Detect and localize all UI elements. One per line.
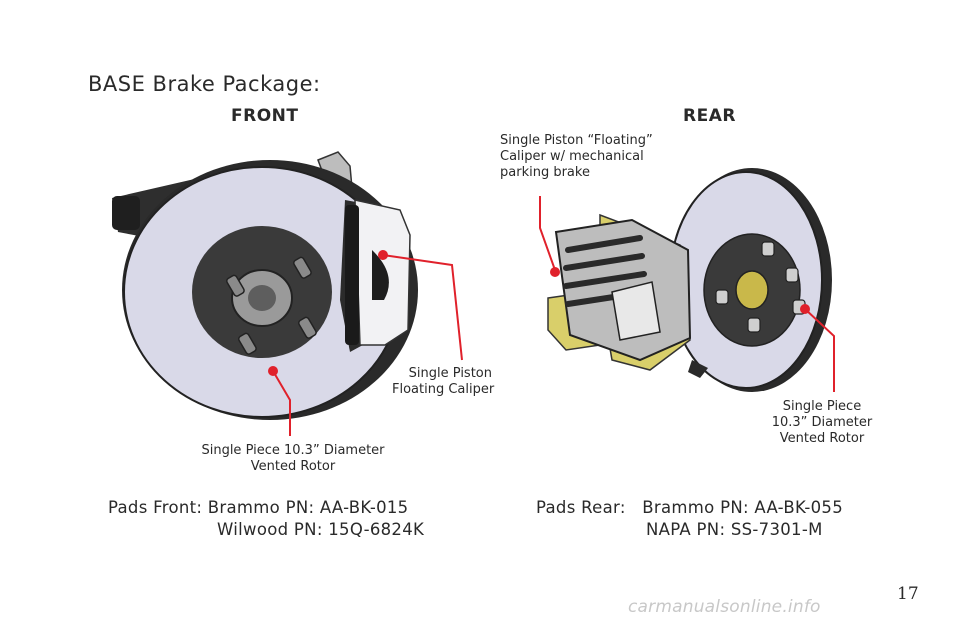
rear-caliper-callout-line3: parking brake — [500, 165, 590, 180]
front-caliper-callout-line2: Floating Caliper — [392, 382, 495, 397]
front-pads-line2: Wilwood PN: 15Q-6824K — [217, 520, 425, 539]
front-caliper-callout: Single Piston Floating Caliper — [392, 366, 495, 398]
rear-heading: REAR — [683, 106, 736, 126]
front-pads-line1: Pads Front: Brammo PN: AA-BK-015 — [108, 498, 409, 517]
page-number: 17 — [897, 584, 919, 604]
rear-pads-line2: NAPA PN: SS-7301-M — [646, 520, 823, 539]
front-brake-assembly — [112, 151, 418, 420]
rear-rotor-callout-line1: Single Piece — [782, 399, 862, 414]
front-rotor-callout-line2: Vented Rotor — [250, 459, 336, 474]
front-caliper-callout-line1: Single Piston — [408, 366, 492, 381]
rear-rotor-callout-line3: Vented Rotor — [779, 431, 865, 446]
rear-rotor-callout-line2: 10.3” Diameter — [771, 415, 873, 430]
callout-leaders — [272, 196, 835, 436]
page-title: BASE Brake Package: — [88, 72, 321, 96]
watermark: carmanualsonline.info — [628, 597, 821, 617]
callout-dots — [268, 250, 810, 376]
front-rotor-callout: Single Piece 10.3” Diameter Vented Rotor — [190, 443, 396, 475]
front-heading: FRONT — [231, 106, 299, 126]
rear-caliper-callout-line2: Caliper w/ mechanical — [500, 149, 644, 164]
rear-brake-assembly — [547, 168, 832, 392]
rear-caliper-callout-line1: Single Piston “Floating” — [500, 133, 653, 148]
rear-caliper-callout: Single Piston “Floating” Caliper w/ mech… — [500, 133, 653, 181]
front-rotor-callout-line1: Single Piece 10.3” Diameter — [201, 443, 385, 458]
rear-rotor-callout: Single Piece 10.3” Diameter Vented Rotor — [762, 399, 882, 447]
rear-pads-line1: Pads Rear: Brammo PN: AA-BK-055 — [536, 498, 843, 517]
